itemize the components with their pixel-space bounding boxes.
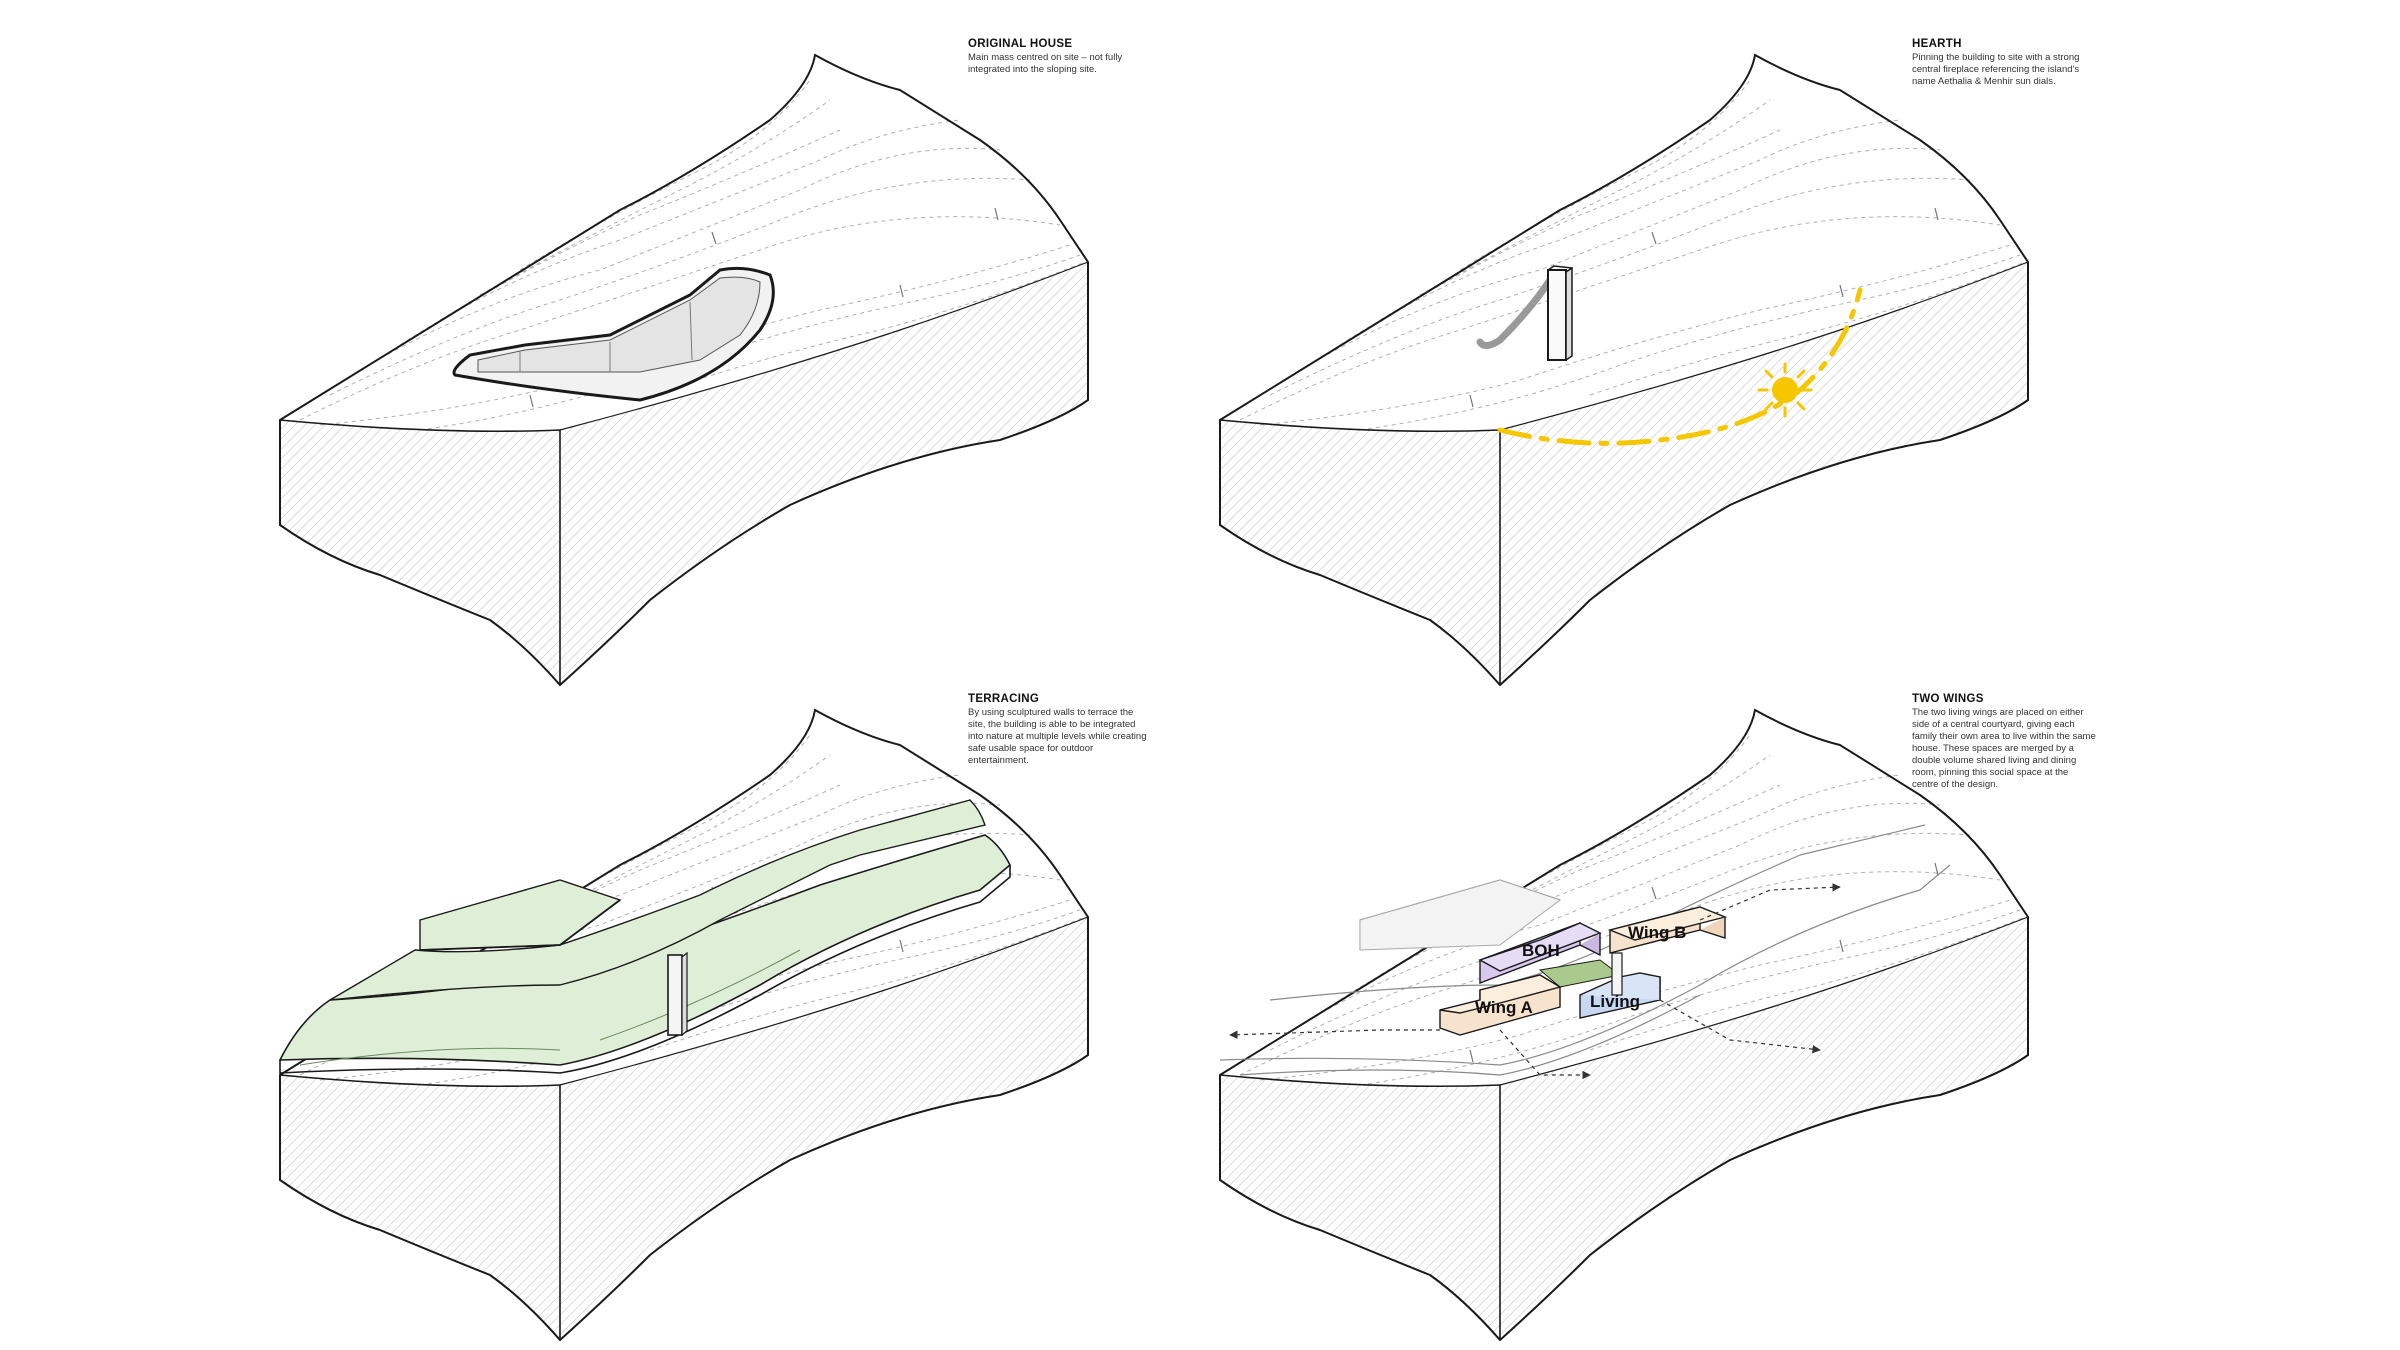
hearth-pillar-icon [1476,265,1573,362]
caption-title: TWO WINGS [1912,693,1984,705]
terrace-outline [1219,824,1951,1076]
wing-b-block: Wing B [1607,906,1728,954]
wing-a-label: Wing A [1475,998,1533,1017]
hearth-pillar-icon [667,951,688,1037]
arrow-icon [1229,883,1841,1080]
original-house-mass [452,266,775,402]
wing-b-label: Wing B [1628,923,1686,942]
caption-two-wings: TWO WINGS The two living wings are place… [1912,693,2212,791]
panel-terracing [278,709,1089,1341]
caption-title: TERRACING [968,693,1040,705]
living-label: Living [1590,992,1640,1011]
caption-terracing: TERRACING By using sculptured walls to t… [968,693,1268,767]
caption-text: Pinning the building to site with a stro… [1912,52,2080,87]
terrace-walls [278,799,1011,1074]
boh-block: BOH [1478,921,1602,985]
panel-original-house [279,54,1089,686]
wing-a-block: Wing A [1439,974,1562,1036]
caption-title: ORIGINAL HOUSE [968,38,1073,50]
sun-icon [1757,362,1813,418]
panel-hearth [1219,54,2029,686]
boh-label: BOH [1522,941,1560,960]
sun-path-arc [1497,287,1863,446]
caption-text: The two living wings are placed on eithe… [1912,707,2096,790]
panel-two-wings: BOH Wing B Wing A Living [1219,709,2029,1341]
caption-original-house: ORIGINAL HOUSE Main mass centred on site… [968,38,1268,76]
caption-title: HEARTH [1912,38,1962,50]
hearth-pillar-icon [1611,952,1623,996]
caption-text: Main mass centred on site – not fully in… [968,52,1123,75]
caption-text: By using sculptured walls to terrace the… [968,707,1147,766]
caption-hearth: HEARTH Pinning the building to site with… [1912,38,2212,88]
